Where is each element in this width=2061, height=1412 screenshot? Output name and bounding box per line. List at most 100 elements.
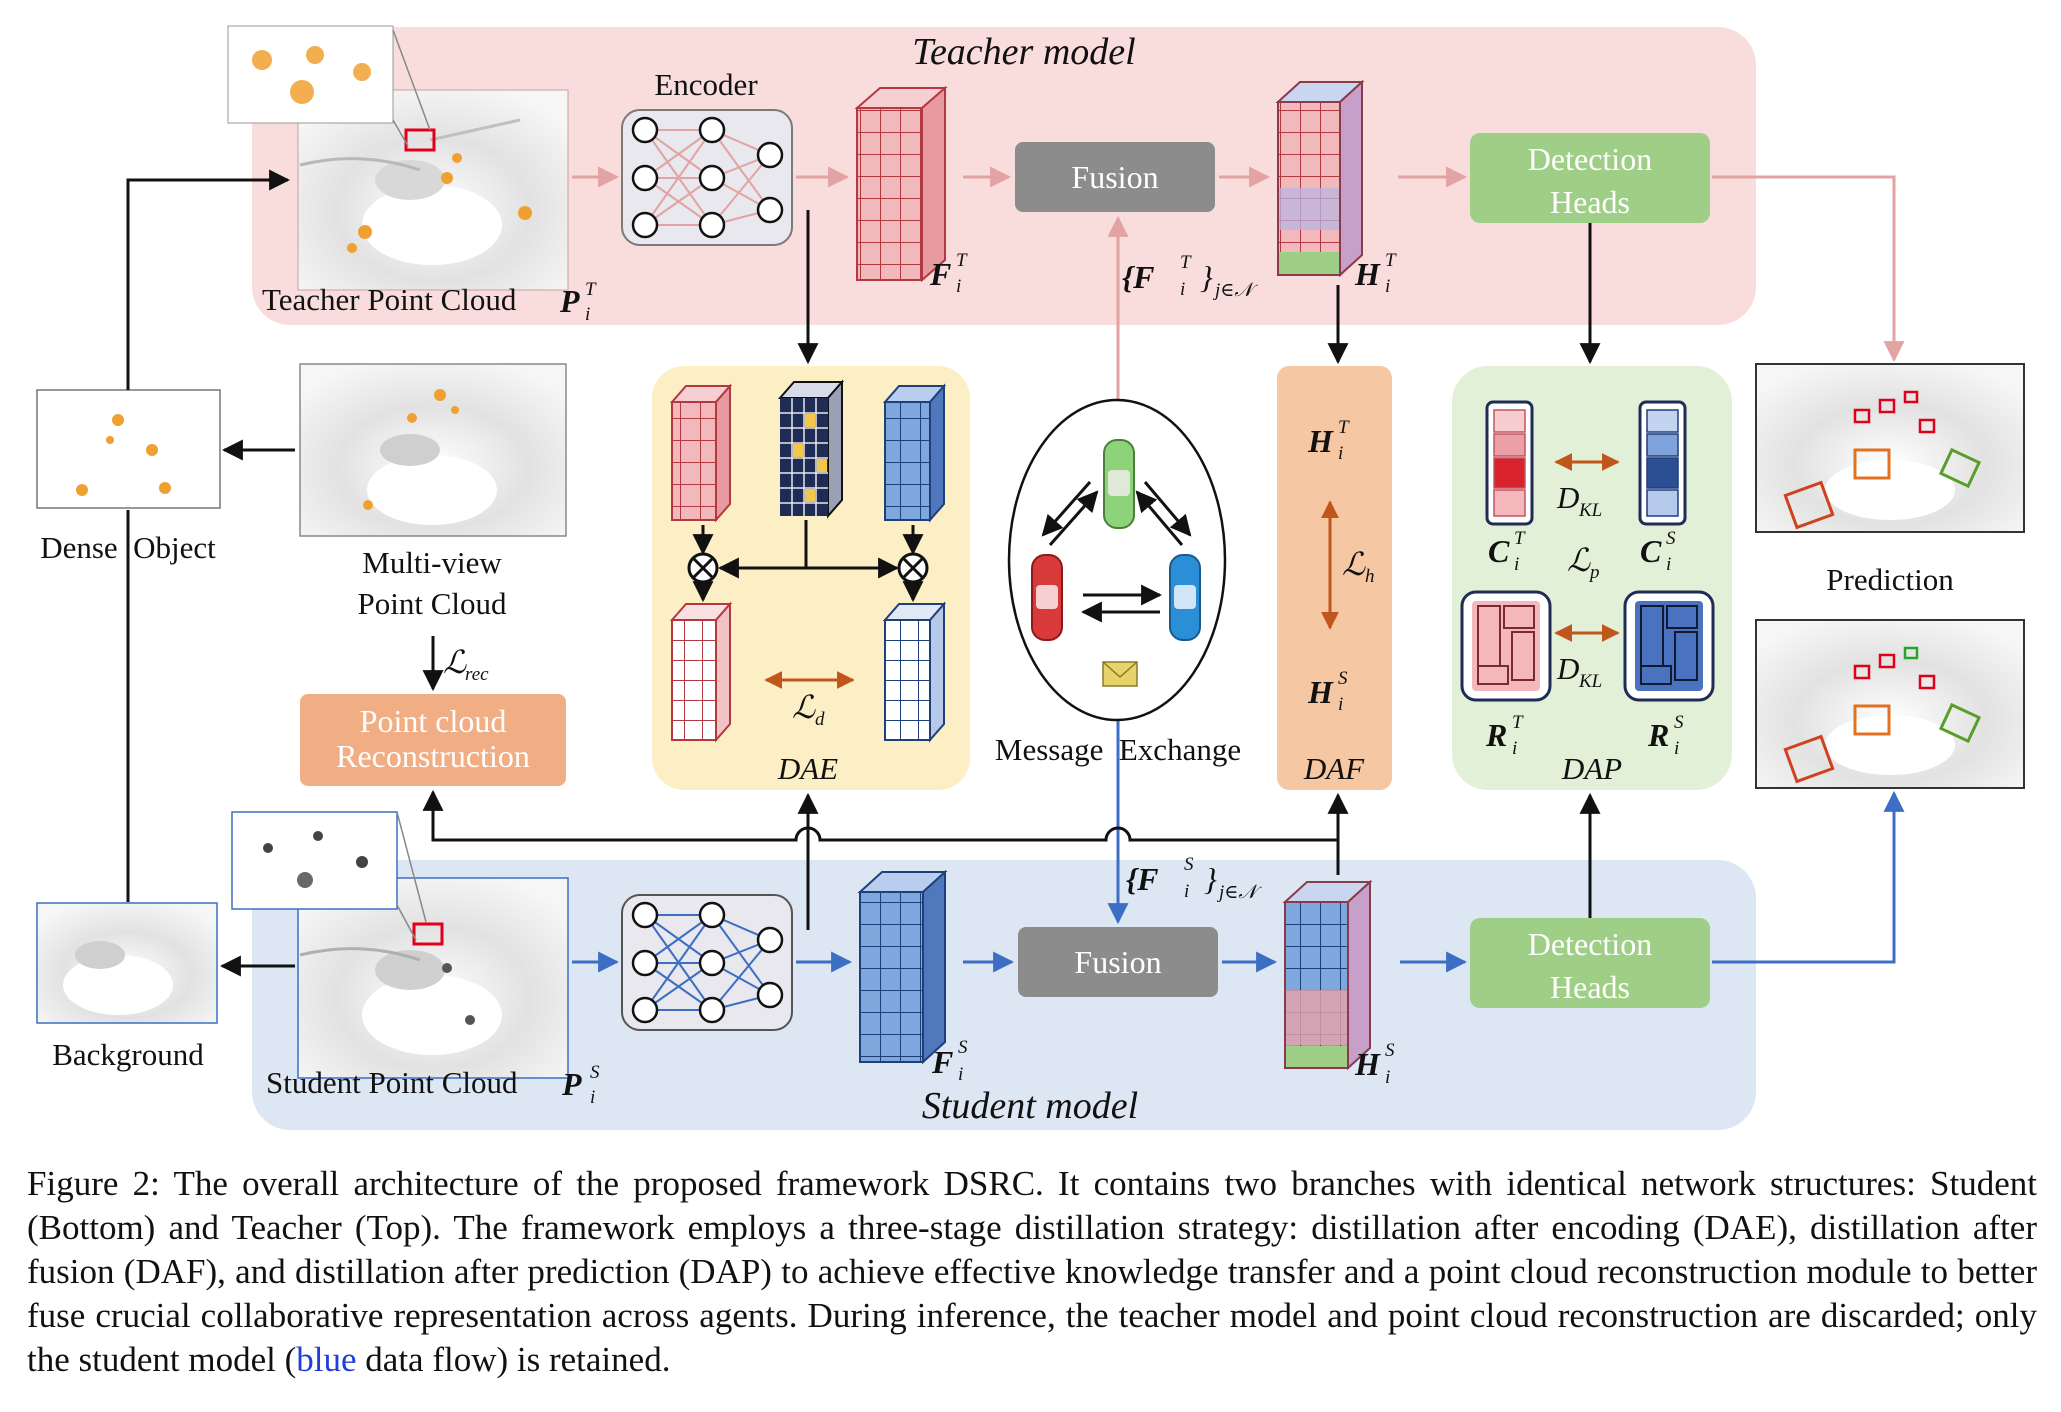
svg-text:j∈𝒩: j∈𝒩	[1212, 280, 1258, 301]
svg-text:i: i	[1180, 279, 1185, 300]
dap-c-student: C S i	[1640, 528, 1676, 575]
dae-student-cube	[882, 383, 947, 523]
prediction-label: Prediction	[1826, 562, 1954, 597]
svg-text:p: p	[1588, 562, 1600, 583]
teacher-roi-box	[404, 128, 436, 152]
dap-student-box-regression	[1623, 590, 1715, 702]
student-model-title: Student model	[922, 1085, 1138, 1127]
svg-text:i: i	[1338, 443, 1343, 464]
svg-text:ℒ: ℒ	[1342, 546, 1366, 582]
figure-caption: Figure 2: The overall architecture of th…	[27, 1162, 2037, 1382]
blue-car-icon	[1169, 554, 1201, 641]
student-distillation-links	[422, 789, 1349, 930]
svg-text:P: P	[561, 1066, 582, 1102]
dap-class-kl-label: D KL	[1556, 480, 1602, 521]
red-car-icon	[1031, 554, 1063, 641]
svg-text:Teacher Point Cloud: Teacher Point Cloud	[262, 282, 517, 317]
svg-text:S: S	[1184, 854, 1194, 875]
teacher-encoder-network	[621, 109, 793, 246]
teacher-detection-heads-line1: Detection	[1528, 141, 1652, 177]
student-detection-heads-box	[1470, 918, 1710, 1008]
svg-text:S: S	[1385, 1040, 1395, 1061]
student-feature-cube	[857, 869, 948, 1065]
student-feature-label: F S i	[931, 1037, 968, 1085]
svg-text:P: P	[559, 283, 580, 319]
svg-text:i: i	[1674, 738, 1679, 759]
svg-text:H: H	[1354, 1046, 1381, 1082]
caption-text-end: data flow) is retained.	[356, 1340, 671, 1379]
student-point-cloud-image	[297, 877, 569, 1079]
dap-c-teacher: C T i	[1488, 528, 1526, 575]
svg-text:i: i	[1184, 881, 1189, 902]
svg-text:rec: rec	[465, 664, 489, 685]
svg-text:i: i	[958, 1064, 963, 1085]
svg-text:S: S	[590, 1062, 600, 1083]
dae-masked-student-cube	[882, 601, 947, 743]
teacher-detection-heads-line2: Heads	[1550, 184, 1630, 220]
teacher-fused-cube	[1275, 79, 1365, 278]
teacher-neighbor-features: {F T i } j∈𝒩	[1122, 252, 1258, 301]
svg-text:ℒ: ℒ	[1567, 542, 1591, 578]
dap-teacher-class-bar	[1485, 400, 1534, 526]
multiview-point-cloud-image	[299, 363, 567, 537]
svg-text:i: i	[956, 276, 961, 297]
svg-text:H: H	[1307, 674, 1334, 710]
dae-masked-teacher-cube	[669, 601, 733, 743]
svg-text:i: i	[1338, 694, 1343, 715]
teacher-fused-label: H T i	[1354, 250, 1397, 297]
dae-multiply-teacher	[687, 552, 719, 584]
svg-text:KL: KL	[1578, 671, 1602, 692]
student-fusion-box	[1018, 927, 1218, 997]
student-fused-label: H S i	[1354, 1040, 1395, 1088]
svg-text:S: S	[958, 1037, 968, 1058]
svg-text:T: T	[1338, 417, 1350, 438]
svg-text:}: }	[1204, 861, 1217, 897]
dap-student-class-bar	[1638, 400, 1687, 526]
student-point-cloud-caption: Student Point Cloud P S i	[266, 1062, 600, 1108]
message-exchange-label: Message Exchange	[995, 732, 1241, 767]
teacher-feature-cube	[854, 85, 948, 283]
svg-text:F: F	[931, 1044, 953, 1080]
svg-text:d: d	[815, 709, 825, 730]
dae-loss-label: ℒ d	[792, 689, 825, 730]
message-arrows	[1041, 481, 1192, 623]
reconstruction-flow-arrows	[126, 169, 444, 977]
teacher-detection-heads-box	[1470, 133, 1710, 223]
dae-multiply-student	[897, 552, 929, 584]
background-label: Background	[52, 1037, 204, 1072]
message-exchange-ellipse	[1007, 398, 1227, 722]
teacher-feature-label: F T i	[929, 250, 968, 297]
reconstruction-loss-label: ℒ rec	[443, 644, 489, 685]
svg-text:S: S	[1674, 712, 1684, 733]
dense-object-image	[36, 389, 221, 509]
svg-text:T: T	[1180, 252, 1192, 273]
svg-text:i: i	[585, 304, 590, 325]
dap-box-kl-label: D KL	[1556, 651, 1602, 692]
svg-text:T: T	[585, 279, 597, 300]
svg-text:ℒ: ℒ	[443, 644, 467, 680]
svg-text:F: F	[929, 256, 951, 292]
teacher-roi-zoom	[227, 25, 394, 124]
svg-text:{F: {F	[1126, 861, 1158, 897]
svg-text:S: S	[1338, 668, 1348, 689]
svg-text:i: i	[1385, 276, 1390, 297]
caption-blue-word: blue	[296, 1340, 357, 1379]
dap-r-student: R S i	[1647, 712, 1684, 759]
svg-text:i: i	[590, 1087, 595, 1108]
daf-teacher-h: H T i	[1307, 417, 1350, 464]
reconstruction-label-line1: Point cloud	[360, 703, 507, 739]
student-encoder-network	[621, 894, 793, 1031]
student-prediction-image	[1755, 619, 2025, 789]
svg-text:i: i	[1512, 738, 1517, 759]
green-car-icon	[1103, 439, 1135, 529]
svg-text:Student Point Cloud: Student Point Cloud	[266, 1065, 518, 1100]
svg-text:R: R	[1485, 717, 1507, 753]
svg-text:T: T	[956, 250, 968, 271]
teacher-point-cloud-image	[297, 89, 569, 291]
multiview-label-line2: Point Cloud	[357, 586, 507, 621]
svg-text:j∈𝒩: j∈𝒩	[1216, 882, 1262, 903]
dae-masking-links	[692, 520, 924, 603]
student-fused-cube	[1282, 879, 1373, 1071]
daf-loss-label: ℒ h	[1342, 546, 1375, 587]
teacher-point-cloud-caption: Teacher Point Cloud P T i	[262, 279, 597, 325]
